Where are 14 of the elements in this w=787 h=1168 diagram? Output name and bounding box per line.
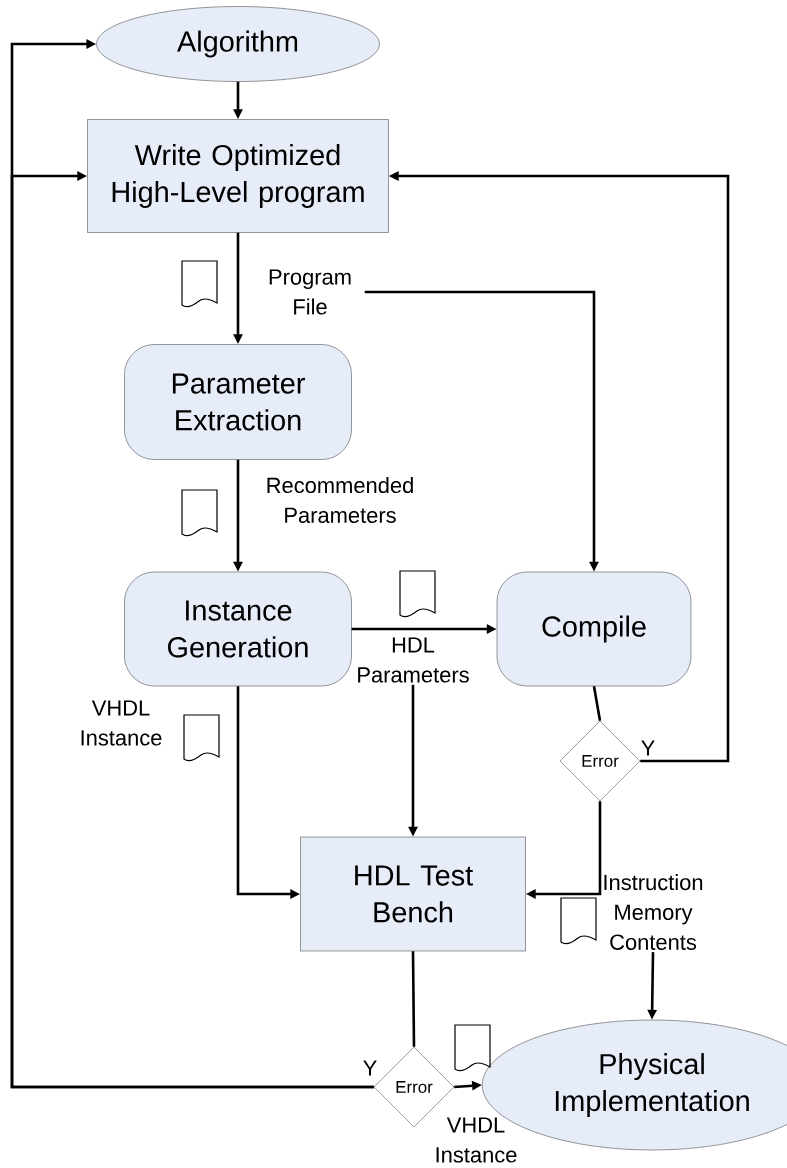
terminal-oval: Algorithm xyxy=(96,6,380,82)
flow-label: Instruction Memory Contents xyxy=(604,874,703,950)
connector-line xyxy=(411,951,416,1047)
connector-line xyxy=(592,686,602,722)
process-box: HDL Test Bench xyxy=(300,836,526,952)
edge-label: Y xyxy=(641,740,655,756)
flow-label: Program File xyxy=(269,269,351,315)
rounded-process-box: Parameter Extraction xyxy=(124,344,352,460)
rounded-process-box: Instance Generation xyxy=(124,571,352,687)
process-box: Write Optimized High-Level program xyxy=(87,119,389,233)
edge-label: Recommended Parameters xyxy=(267,477,413,523)
rounded-process-box: Compile xyxy=(496,571,692,687)
edge-label: VHDL Instance xyxy=(81,700,162,746)
flow-label: HDL Parameters xyxy=(358,637,469,683)
